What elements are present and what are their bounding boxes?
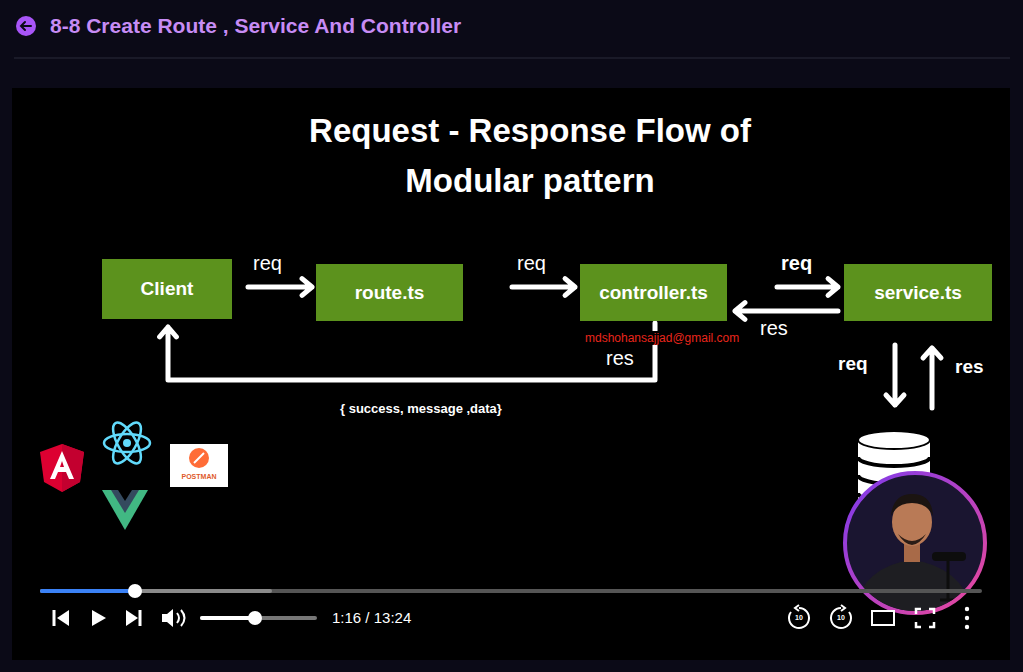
back-icon: [16, 16, 36, 36]
box-label: Client: [141, 278, 194, 300]
page-heading: 8-8 Create Route , Service And Controlle…: [50, 13, 461, 38]
box-label: controller.ts: [599, 282, 708, 304]
box-label: service.ts: [874, 282, 962, 304]
flow-arrow: [160, 323, 655, 380]
watermark: mdshohansajjad@gmail.com: [585, 331, 739, 345]
presenter-avatar: [845, 473, 985, 615]
react-logo: [104, 419, 150, 468]
time-display: 1:16 / 13:24: [332, 609, 411, 627]
diagram-title: Request - Response Flow of Modular patte…: [270, 106, 790, 206]
edge-label: req: [781, 251, 812, 275]
angular-logo: [40, 444, 84, 492]
flow-arrow: [735, 303, 838, 320]
skip-number: 10: [832, 614, 850, 622]
edge-label: req: [253, 251, 282, 275]
vue-logo: [102, 490, 148, 530]
process-box: service.ts: [844, 264, 992, 321]
divider: [14, 58, 1010, 59]
postman-logo: [170, 444, 228, 487]
box-label: route.ts: [355, 282, 425, 304]
flow-label: req: [838, 353, 868, 376]
video-frame: [12, 88, 1010, 660]
response-shape: { success, message ,data}: [340, 401, 502, 417]
edge-label: res: [606, 346, 634, 370]
database-arrows: [886, 345, 941, 408]
flow-arrow: [777, 279, 838, 296]
flow-arrow: [512, 279, 575, 296]
skip-number: 10: [790, 614, 808, 622]
edge-label: req: [517, 251, 546, 275]
process-box: route.ts: [316, 264, 463, 321]
flow-label: res: [955, 356, 984, 379]
process-box: controller.ts: [580, 264, 727, 321]
process-box: Client: [102, 259, 232, 319]
edge-label: res: [760, 316, 788, 340]
video-controls: [40, 584, 982, 629]
flow-arrow: [248, 279, 312, 296]
logo-text: POSTMAN: [170, 473, 228, 481]
